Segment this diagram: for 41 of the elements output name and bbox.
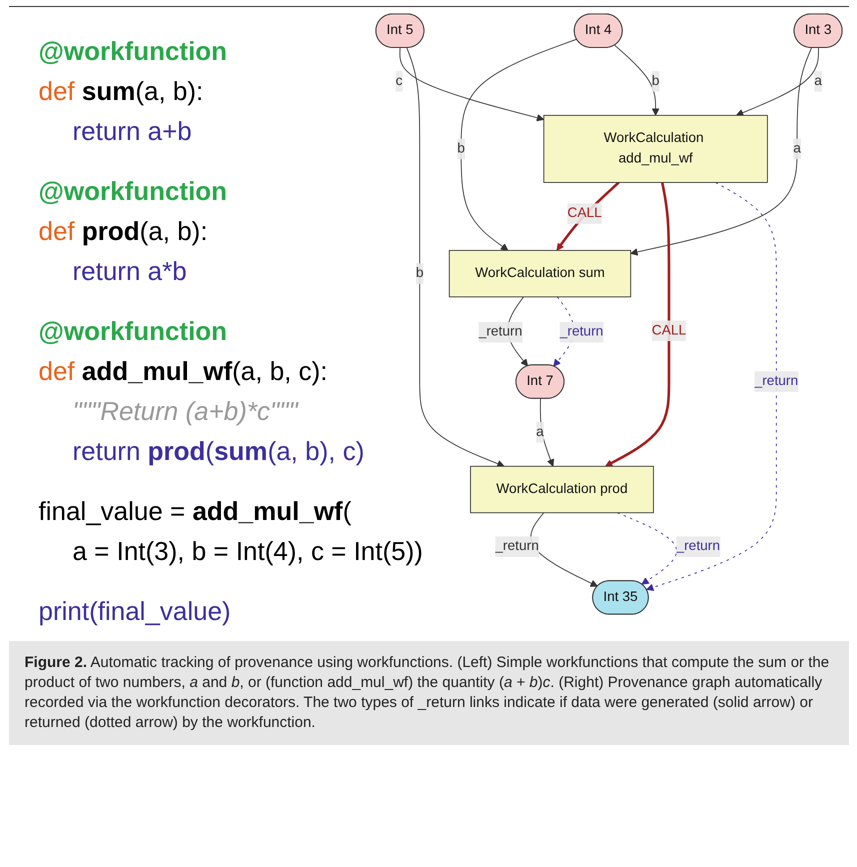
edge-label: b: [456, 141, 464, 156]
arrow: [406, 47, 504, 468]
node-box: WorkCalculation prod: [470, 466, 654, 514]
arrow: [604, 182, 670, 467]
edge-label: CALL: [651, 323, 686, 338]
edge-label: _return: [559, 324, 603, 340]
arrow: [736, 47, 818, 116]
code-line: @workfunction: [38, 35, 228, 68]
arrow: [614, 44, 659, 116]
code-line: return a*b: [72, 255, 187, 288]
code-line: """Return (a+b)*c""": [72, 395, 298, 428]
code-line: @workfunction: [38, 175, 228, 208]
edge-label: _return: [754, 374, 798, 388]
arrow: [630, 47, 812, 256]
code-line: print(final_value): [38, 595, 231, 628]
code-line: a = Int(3), b = Int(4), c = Int(5)): [72, 535, 423, 568]
arrow: [646, 182, 776, 591]
arrow: [556, 182, 620, 251]
edge-label: a: [792, 141, 800, 156]
edge-label: _return: [494, 538, 538, 554]
code-line: @workfunction: [38, 315, 228, 348]
edge-label: b: [415, 266, 424, 281]
node-box: WorkCalculation add_mul_wf: [542, 114, 768, 183]
edge-label: a: [814, 74, 822, 88]
code-line: return a+b: [72, 115, 192, 148]
code-line: return prod(sum(a, b), c): [72, 435, 364, 468]
edge-label: a: [536, 424, 544, 440]
code-line: def add_mul_wf(a, b, c):: [38, 355, 328, 388]
code-line: def prod(a, b):: [38, 215, 208, 248]
edge-label: _return: [478, 324, 522, 340]
code-line: def sum(a, b):: [38, 75, 204, 108]
code-line: final_value = add_mul_wf(: [38, 495, 352, 528]
edge-label: CALL: [566, 206, 602, 220]
edge-label: _return: [676, 538, 720, 554]
arrow: [398, 47, 544, 122]
arrow: [460, 38, 577, 251]
edge-label: b: [651, 74, 659, 88]
arrow: [616, 512, 676, 585]
node-box: WorkCalculation sum: [448, 250, 631, 298]
edge-label: c: [395, 74, 402, 88]
figure-caption: Figure 2. Automatic tracking of provenance using workfunctions. (Left) Simple workfunctions that compute the sum or the product of two numbers, a and b, or (function add_mul_wf) the quantity (a + b)c. (Right) Provenance graph automatically recorded via the workfunction decorators. The two types of _return links indicate if data were generated (solid arrow) or returned (dotted arrow) by the workfunction.: [8, 641, 848, 745]
